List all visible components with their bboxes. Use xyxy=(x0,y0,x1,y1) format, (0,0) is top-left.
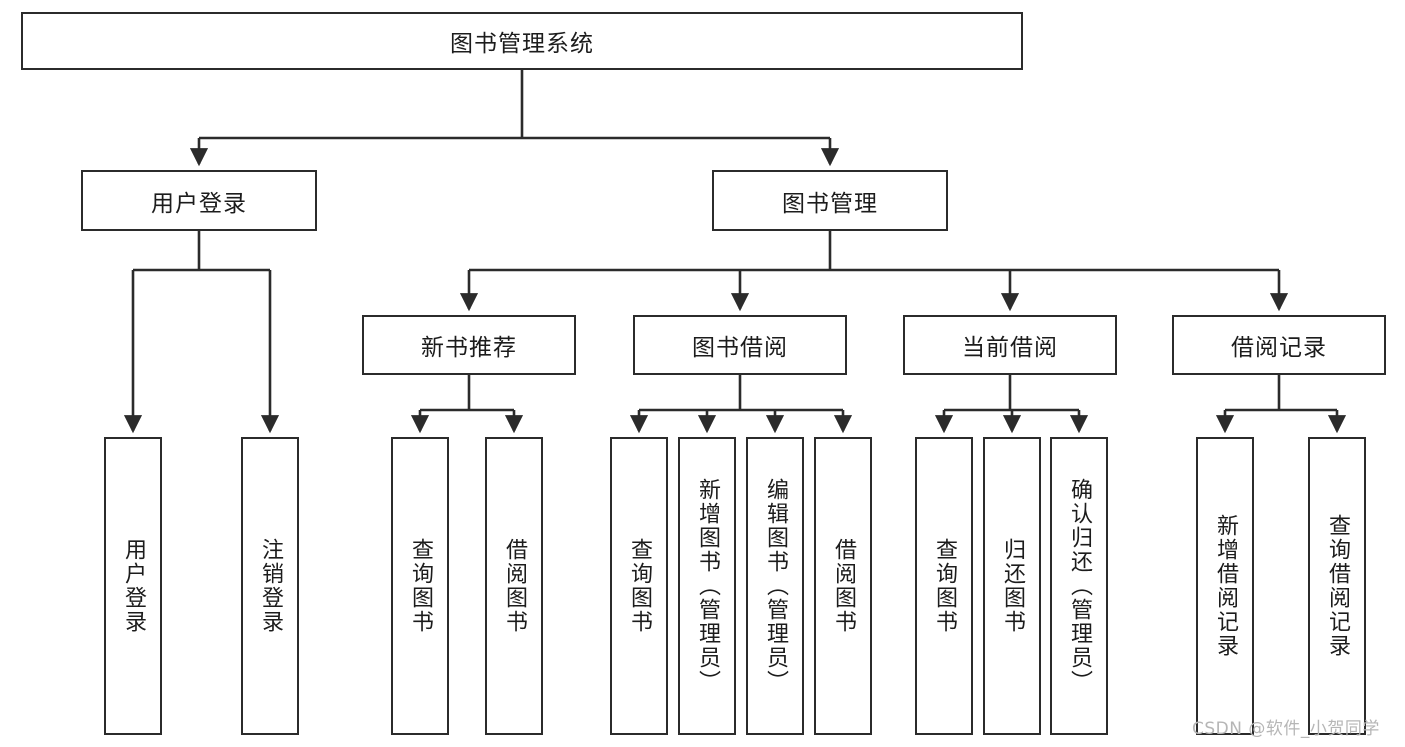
node-new-book-rec-label: 新书推荐 xyxy=(421,335,517,361)
leaf-user-logout-label: 注销登录 xyxy=(257,538,283,634)
leaf-query-book-3-label: 查询图书 xyxy=(931,538,957,634)
leaf-query-book-1-label: 查询图书 xyxy=(407,538,433,634)
leaf-return-book[interactable]: 归还图书 xyxy=(983,437,1041,735)
node-borrow-record-label: 借阅记录 xyxy=(1231,335,1327,361)
leaf-add-record-label: 新增借阅记录 xyxy=(1212,514,1238,658)
leaf-user-logout[interactable]: 注销登录 xyxy=(241,437,299,735)
node-book-borrow[interactable]: 图书借阅 xyxy=(633,315,847,375)
node-current-borrow-label: 当前借阅 xyxy=(962,335,1058,361)
node-book-manage-label: 图书管理 xyxy=(782,190,878,217)
leaf-add-book-label: 新增图书（管理员） xyxy=(694,478,720,694)
leaf-add-book[interactable]: 新增图书（管理员） xyxy=(678,437,736,735)
leaf-user-login[interactable]: 用户登录 xyxy=(104,437,162,735)
leaf-edit-book[interactable]: 编辑图书（管理员） xyxy=(746,437,804,735)
leaf-query-book-1[interactable]: 查询图书 xyxy=(391,437,449,735)
node-current-borrow[interactable]: 当前借阅 xyxy=(903,315,1117,375)
node-book-borrow-label: 图书借阅 xyxy=(692,335,788,361)
leaf-confirm-return-label: 确认归还（管理员） xyxy=(1066,478,1092,694)
node-root[interactable]: 图书管理系统 xyxy=(21,12,1023,70)
node-user-login-label: 用户登录 xyxy=(151,190,247,217)
leaf-return-book-label: 归还图书 xyxy=(999,538,1025,634)
node-book-manage[interactable]: 图书管理 xyxy=(712,170,948,231)
leaf-confirm-return[interactable]: 确认归还（管理员） xyxy=(1050,437,1108,735)
leaf-user-login-label: 用户登录 xyxy=(120,538,146,634)
leaf-borrow-book-2-label: 借阅图书 xyxy=(830,538,856,634)
leaf-borrow-book-1-label: 借阅图书 xyxy=(501,538,527,634)
leaf-query-record[interactable]: 查询借阅记录 xyxy=(1308,437,1366,735)
leaf-borrow-book-2[interactable]: 借阅图书 xyxy=(814,437,872,735)
leaf-query-record-label: 查询借阅记录 xyxy=(1324,514,1350,658)
leaf-query-book-3[interactable]: 查询图书 xyxy=(915,437,973,735)
leaf-edit-book-label: 编辑图书（管理员） xyxy=(762,478,788,694)
node-borrow-record[interactable]: 借阅记录 xyxy=(1172,315,1386,375)
node-root-label: 图书管理系统 xyxy=(450,31,594,57)
node-new-book-rec[interactable]: 新书推荐 xyxy=(362,315,576,375)
node-user-login[interactable]: 用户登录 xyxy=(81,170,317,231)
leaf-borrow-book-1[interactable]: 借阅图书 xyxy=(485,437,543,735)
leaf-query-book-2[interactable]: 查询图书 xyxy=(610,437,668,735)
leaf-query-book-2-label: 查询图书 xyxy=(626,538,652,634)
leaf-add-record[interactable]: 新增借阅记录 xyxy=(1196,437,1254,735)
